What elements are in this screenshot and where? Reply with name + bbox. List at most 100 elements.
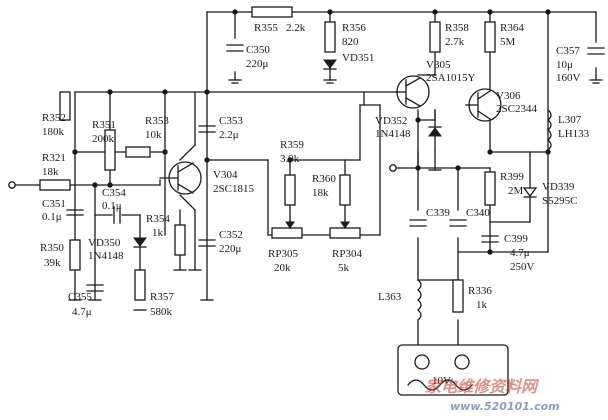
label-r352: R352	[42, 112, 66, 124]
label-v305: V305	[426, 59, 451, 71]
label-c357: C357	[556, 45, 580, 57]
label-rp304-value: 5k	[338, 262, 350, 274]
label-r360-value: 18k	[312, 187, 329, 199]
label-l307: L307	[558, 114, 582, 126]
label-c350: C350	[246, 44, 270, 56]
label-c339: C339	[426, 207, 450, 219]
resistor-r360-body	[339, 174, 351, 206]
resistor-r356-body	[324, 21, 336, 53]
tube-block	[397, 344, 509, 396]
diode-vd350-symbol	[133, 237, 147, 247]
watermark-url: www.520101.com	[450, 400, 560, 413]
label-r356: R356	[342, 22, 366, 34]
label-vd352-type: 1N4148	[375, 128, 411, 140]
label-vd339-type: S5295C	[542, 195, 577, 207]
label-r336-value: 1k	[476, 299, 488, 311]
label-rp305: RP305	[268, 248, 298, 260]
resistor-r358-body	[429, 21, 441, 53]
label-vd339: VD339	[542, 181, 575, 193]
label-v304: V304	[213, 169, 238, 181]
resistor-r357-body	[134, 269, 146, 301]
label-c355-value: 4.7μ	[72, 306, 92, 318]
transistors	[159, 75, 502, 195]
label-v306-type: 2SC2344	[496, 103, 537, 115]
resistor-r354-body	[174, 224, 186, 256]
label-r353: R353	[145, 115, 169, 127]
potentiometers	[271, 219, 361, 239]
label-c354-value: 0.1μ	[102, 200, 122, 212]
wiring	[13, 11, 597, 346]
label-r355-value: 2.2k	[286, 22, 306, 34]
label-r357: R357	[150, 291, 174, 303]
resistor-r336-body	[452, 279, 464, 313]
inductors	[416, 109, 552, 321]
label-rp304: RP304	[332, 248, 362, 260]
label-r358-value: 2.7k	[445, 36, 465, 48]
label-c399-voltage: 250V	[510, 261, 535, 273]
label-r364-value: 5M	[500, 36, 516, 48]
label-r359: R359	[280, 139, 304, 151]
diode-vd339-symbol	[522, 187, 538, 198]
label-c351-value: 0.1μ	[42, 211, 62, 223]
label-v306: V306	[496, 90, 521, 102]
label-r399-value: 2M	[508, 185, 524, 197]
resistor-r351-body	[104, 129, 116, 171]
label-r351: R351	[92, 119, 116, 131]
label-r350-value: 39k	[44, 257, 61, 269]
label-r353-value: 10k	[145, 129, 162, 141]
component-labels: R355 2.2k R356 820 VD351 C350 220μ R358 …	[40, 22, 590, 387]
resistor-r350-body	[69, 239, 81, 271]
label-r359-value: 3.9k	[280, 153, 300, 165]
resistor-r353-body	[125, 146, 151, 158]
label-vd352: VD352	[375, 115, 407, 127]
label-rp305-value: 20k	[274, 262, 291, 274]
resistor-r321-body	[39, 179, 71, 191]
label-v304-type: 2SC1815	[213, 183, 254, 195]
resistor-r355-body	[251, 6, 293, 18]
diode-vd351-symbol	[323, 59, 337, 69]
label-vd350: VD350	[88, 237, 121, 249]
label-c399: C399	[504, 233, 528, 245]
label-r360: R360	[312, 173, 336, 185]
output-terminal	[389, 164, 397, 172]
label-r321: R321	[42, 152, 66, 164]
resistor-r399-body	[484, 171, 496, 206]
diodes	[133, 59, 538, 248]
label-c352: C352	[219, 229, 243, 241]
ground-symbols	[68, 79, 603, 311]
label-c353-value: 2.2μ	[219, 129, 239, 141]
inductor-l307-coil	[546, 109, 552, 151]
label-c357-voltage: 160V	[556, 72, 581, 84]
label-l307-value: LH133	[558, 128, 590, 140]
input-terminals	[8, 164, 397, 189]
watermark-cn: 家电维修资料网	[425, 377, 540, 396]
resistor-r352-body	[59, 91, 71, 121]
label-tube-block: 10V	[432, 375, 451, 387]
capacitors	[66, 44, 605, 292]
label-r399: R399	[500, 171, 524, 183]
label-c357-value: 10μ	[556, 59, 573, 71]
label-c355: C355	[68, 291, 92, 303]
label-r358: R358	[445, 22, 469, 34]
watermark: 家电维修资料网 www.520101.com	[425, 377, 560, 413]
label-r336: R336	[468, 285, 492, 297]
label-c340: C340	[466, 207, 490, 219]
label-r357-value: 580k	[150, 306, 173, 318]
label-c354: C354	[102, 187, 126, 199]
label-c351: C351	[42, 198, 66, 210]
potentiometer-rp305-body	[271, 227, 303, 239]
resistors	[39, 6, 496, 313]
label-r364: R364	[500, 22, 524, 34]
inductor-l363-coil	[416, 279, 422, 321]
label-c352-value: 220μ	[219, 243, 242, 255]
diode-vd352-symbol	[428, 127, 442, 137]
label-r350: R350	[40, 242, 64, 254]
resistor-r359-body	[284, 174, 296, 206]
label-r352-value: 180k	[42, 126, 65, 138]
label-v305-type: 2SA1015Y	[426, 72, 476, 84]
label-r351-value: 200k	[92, 133, 115, 145]
label-c350-value: 220μ	[246, 58, 269, 70]
label-c399-value: 4.7μ	[510, 247, 530, 259]
